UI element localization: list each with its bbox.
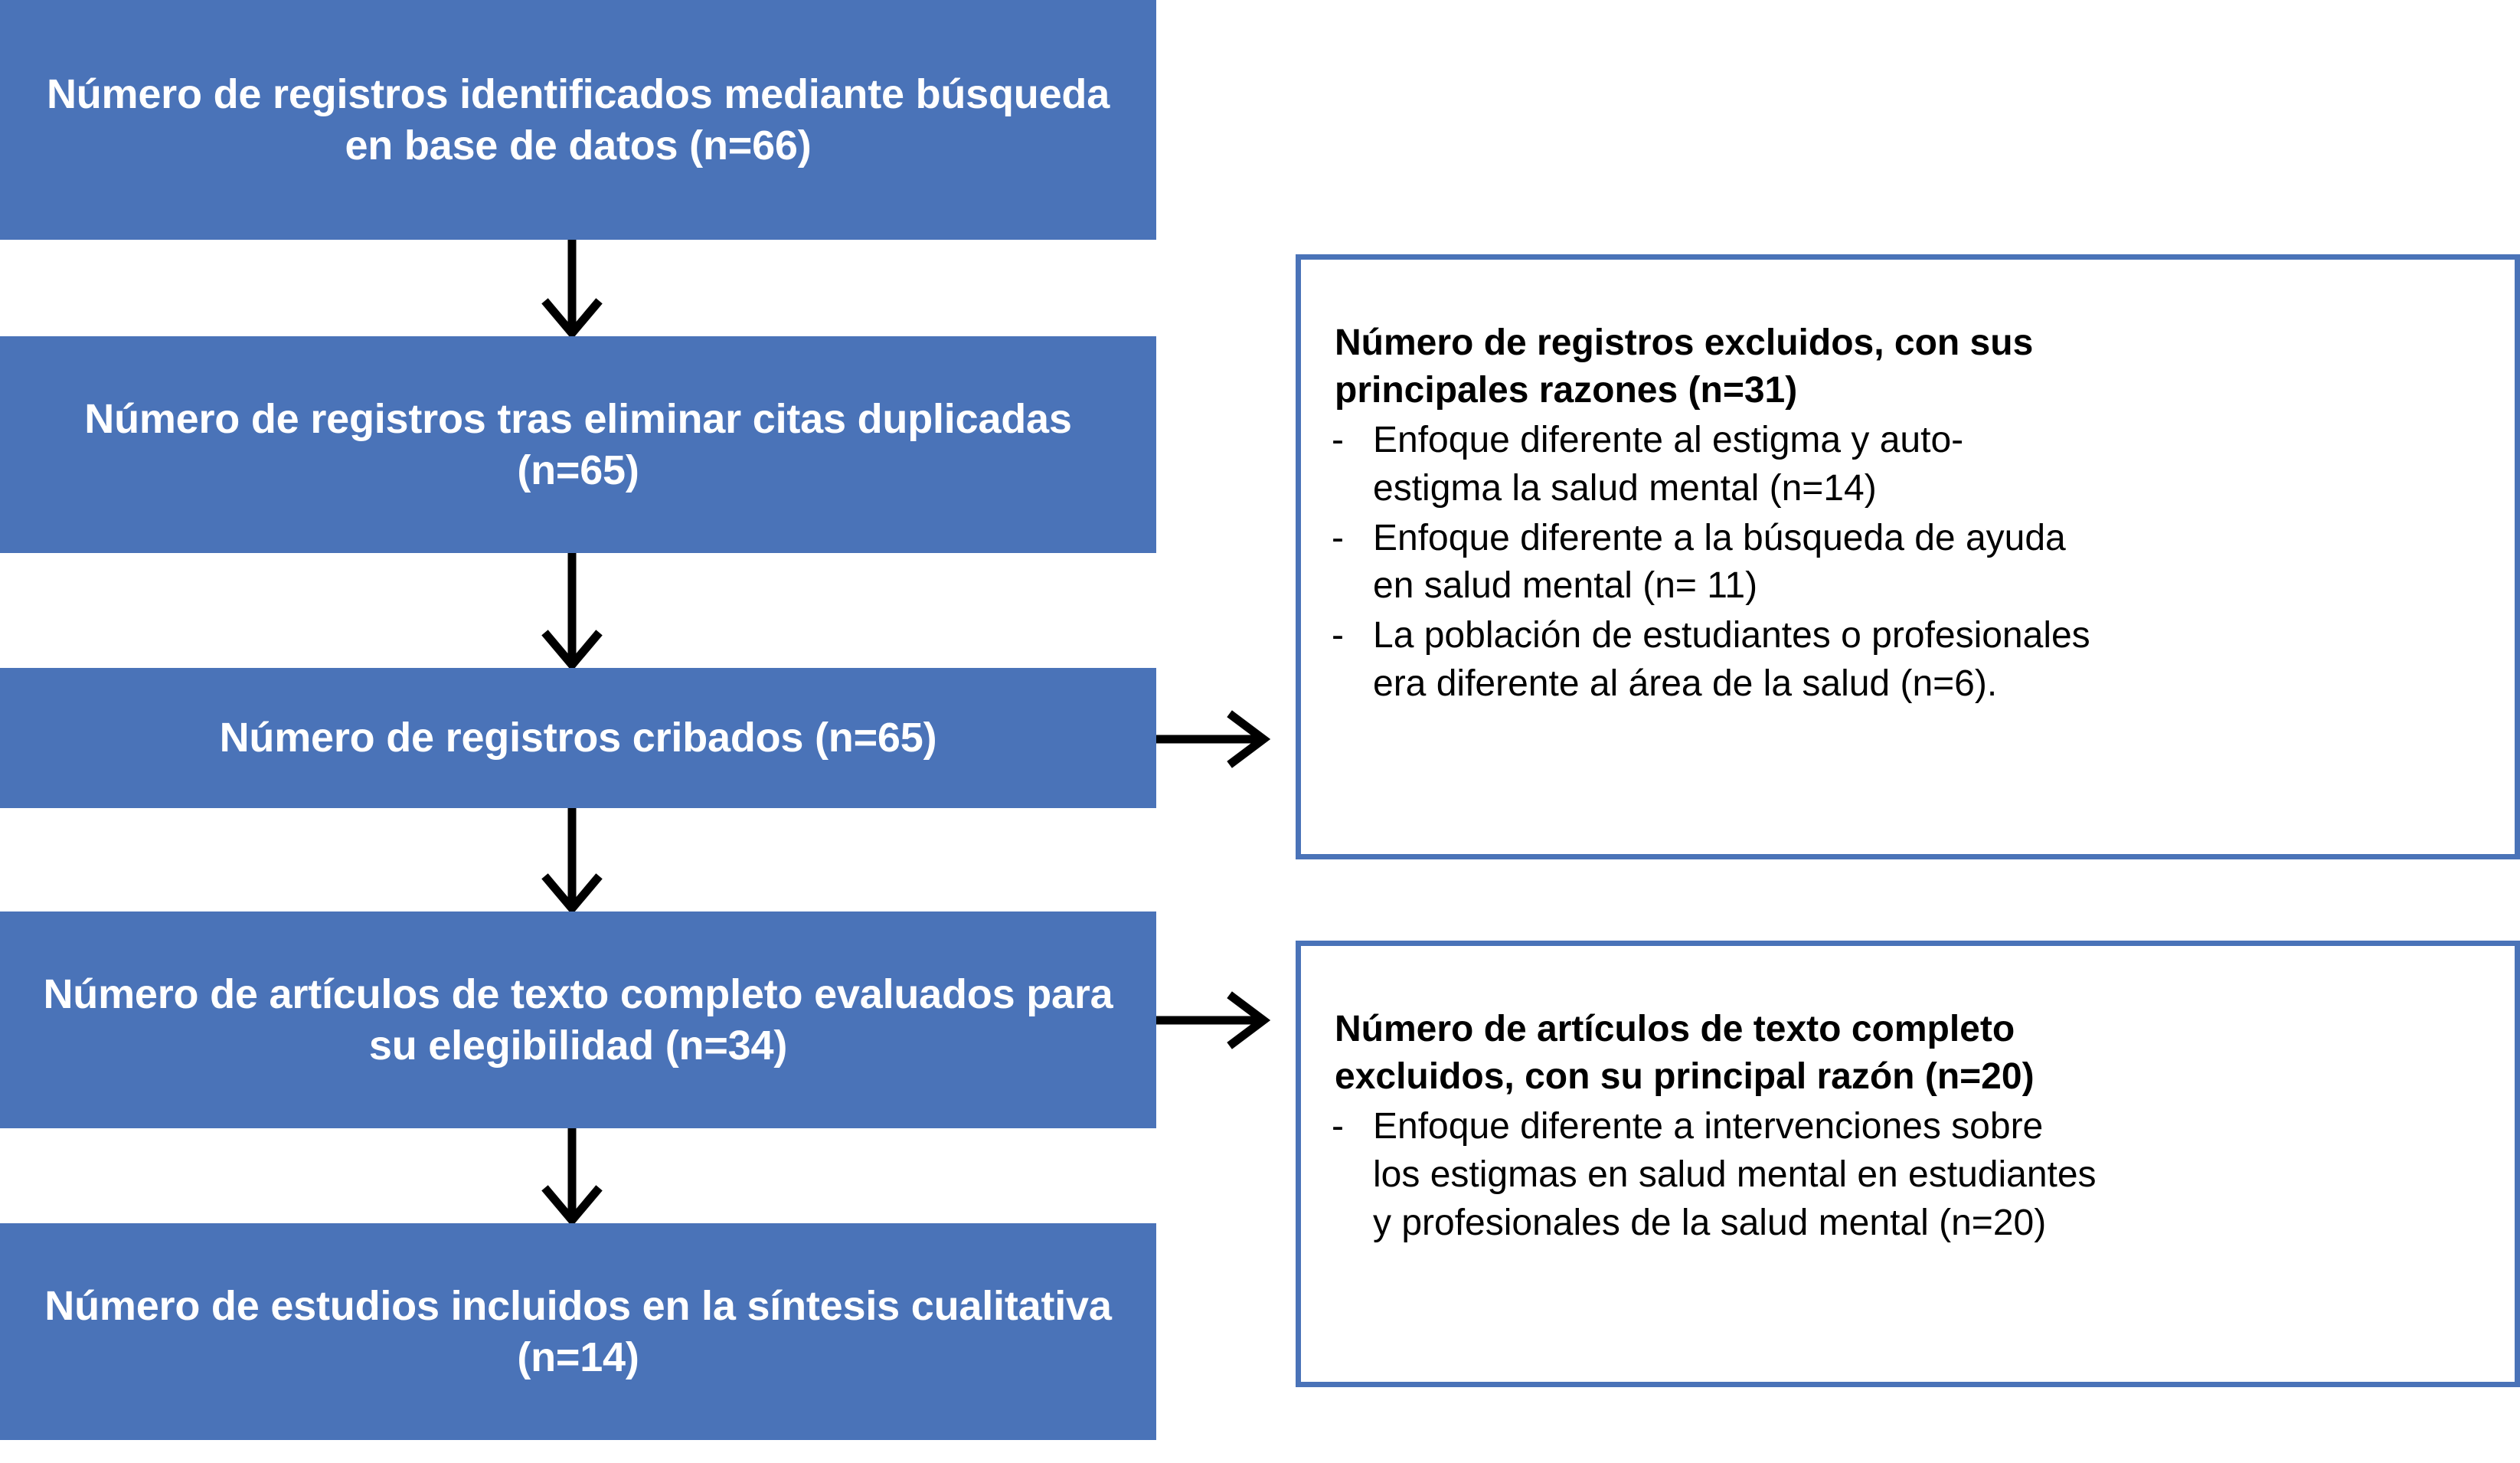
flow-box-records-screened: Número de registros cribados (n=65): [0, 668, 1156, 808]
arrow-right-icon: [1156, 990, 1296, 1051]
bullet-dash-icon: -: [1332, 1105, 1344, 1147]
exclusion-panel-records-excluded: Número de registros excluidos, con sus p…: [1296, 254, 2520, 859]
bullet-dash-icon: -: [1332, 615, 1344, 656]
flow-box-records-identified-label: Número de registros identificados median…: [46, 70, 1110, 169]
flow-box-duplicates-removed: Número de registros tras eliminar citas …: [0, 336, 1156, 553]
exclusion-reason-text: Enfoque diferente al estigma y auto- est…: [1373, 419, 1964, 509]
exclusion-reason-item: -Enfoque diferente al estigma y auto- es…: [1324, 417, 2495, 513]
arrow-down-icon: [526, 240, 618, 336]
exclusion-reason-item: -La población de estudiantes o profesion…: [1324, 612, 2495, 709]
arrow-down-icon: [526, 808, 618, 912]
exclusion-reason-text: La población de estudiantes o profesiona…: [1373, 615, 2090, 705]
exclusion-panel-fulltext-excluded: Número de artículos de texto completo ex…: [1296, 941, 2520, 1387]
arrow-down-icon: [526, 553, 618, 668]
exclusion-reason-item: -Enfoque diferente a la búsqueda de ayud…: [1324, 515, 2495, 611]
exclusion-reasons-list: -Enfoque diferente al estigma y auto- es…: [1324, 417, 2495, 709]
flow-box-studies-included: Número de estudios incluidos en la sínte…: [0, 1223, 1156, 1440]
flow-box-fulltext-assessed: Número de artículos de texto completo ev…: [0, 912, 1156, 1128]
arrow-down-icon: [526, 1128, 618, 1223]
flow-box-duplicates-removed-label: Número de registros tras eliminar citas …: [84, 395, 1072, 493]
exclusion-panel-records-excluded-title: Número de registros excluidos, con sus p…: [1335, 322, 2034, 411]
arrow-right-icon: [1156, 709, 1296, 770]
exclusion-reasons-list: -Enfoque diferente a intervenciones sobr…: [1324, 1103, 2495, 1248]
bullet-dash-icon: -: [1332, 419, 1344, 460]
flow-box-records-screened-label: Número de registros cribados (n=65): [219, 715, 937, 761]
flow-box-fulltext-assessed-label: Número de artículos de texto completo ev…: [43, 970, 1113, 1069]
exclusion-reason-text: Enfoque diferente a intervenciones sobre…: [1373, 1105, 2097, 1243]
bullet-dash-icon: -: [1332, 517, 1344, 558]
flow-box-studies-included-label: Número de estudios incluidos en la sínte…: [44, 1282, 1112, 1380]
flow-box-records-identified: Número de registros identificados median…: [0, 0, 1156, 240]
exclusion-panel-fulltext-excluded-title: Número de artículos de texto completo ex…: [1335, 1009, 2035, 1098]
exclusion-reason-text: Enfoque diferente a la búsqueda de ayuda…: [1373, 517, 2066, 607]
exclusion-reason-item: -Enfoque diferente a intervenciones sobr…: [1324, 1103, 2495, 1248]
